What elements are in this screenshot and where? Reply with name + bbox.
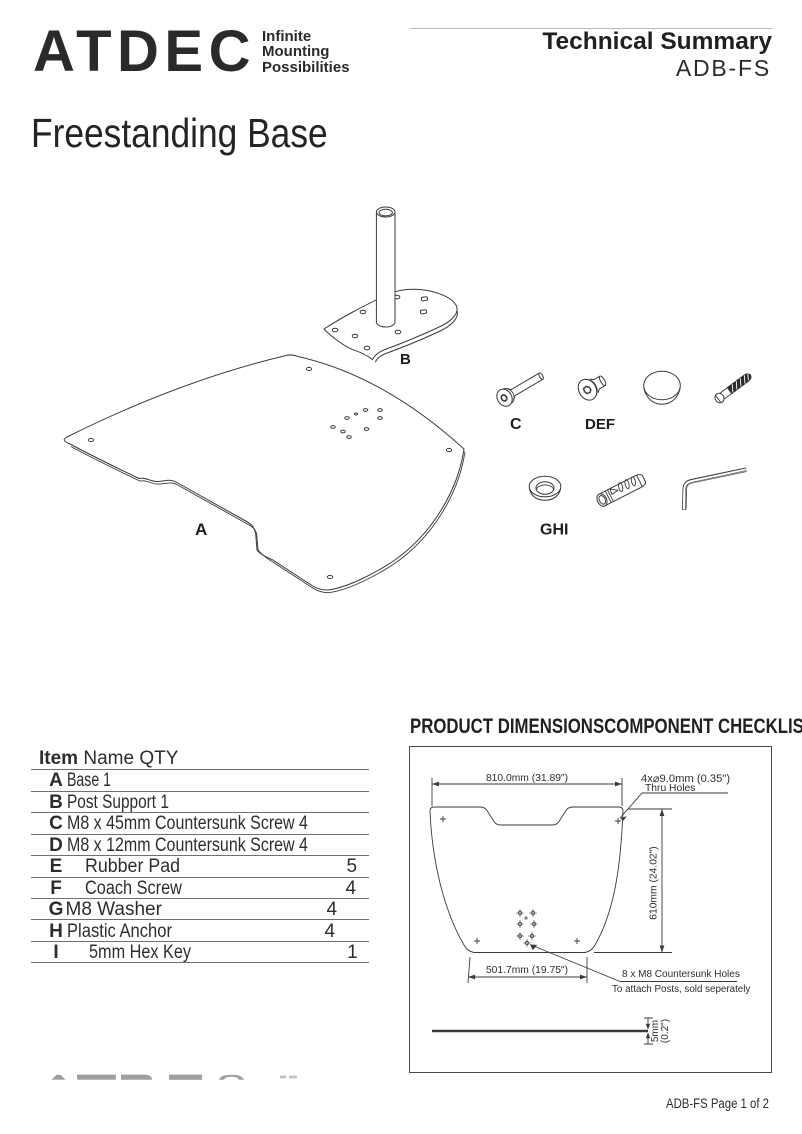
- svg-text:Thru Holes: Thru Holes: [645, 783, 695, 794]
- svg-text:610mm (24.02"): 610mm (24.02"): [649, 846, 660, 919]
- svg-text:(0.2"): (0.2"): [660, 1019, 671, 1043]
- svg-text:C: C: [510, 416, 522, 433]
- svg-text:8 x M8 Countersunk Holes: 8 x M8 Countersunk Holes: [622, 969, 740, 980]
- svg-text:4x⌀9.0mm (0.35"): 4x⌀9.0mm (0.35"): [641, 773, 730, 785]
- svg-text:GHI: GHI: [540, 522, 568, 539]
- svg-text:810.0mm (31.89"): 810.0mm (31.89"): [486, 773, 568, 784]
- svg-text:DEF: DEF: [585, 416, 615, 433]
- svg-text:B: B: [400, 351, 411, 368]
- svg-text:5mm: 5mm: [650, 1020, 661, 1042]
- svg-text:A: A: [195, 520, 207, 539]
- svg-text:To attach Posts, sold seperate: To attach Posts, sold seperately: [612, 984, 750, 995]
- svg-text:501.7mm (19.75"): 501.7mm (19.75"): [486, 965, 568, 976]
